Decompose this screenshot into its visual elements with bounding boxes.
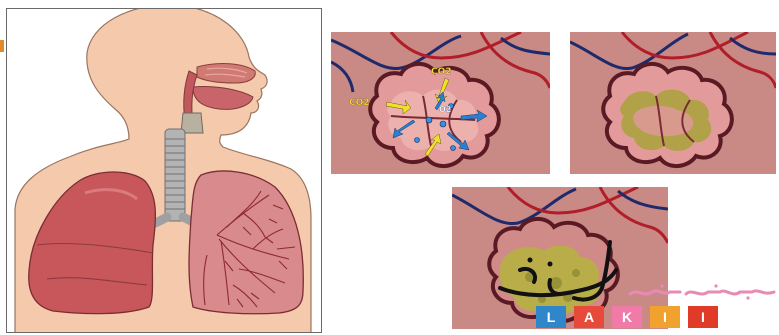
logo-letter-a: A xyxy=(574,306,604,328)
trachea xyxy=(165,129,185,221)
edge-marker xyxy=(0,40,6,52)
co2-label-top: CO2 xyxy=(431,67,452,77)
laki-logo: L A K I I xyxy=(536,306,718,330)
alveoli-gas-exchange-art: CO2 CO2 O2 xyxy=(331,32,550,174)
logo-letter-i1: I xyxy=(650,306,680,328)
o2-label: O2 xyxy=(439,105,451,114)
respiratory-system-diagram xyxy=(6,8,322,333)
alveoli-mucus-image xyxy=(570,32,776,174)
handwritten-signature xyxy=(490,240,640,310)
alveoli-gas-exchange-image: CO2 CO2 O2 xyxy=(331,32,550,174)
torso-illustration xyxy=(7,9,322,333)
logo-letter-l: L xyxy=(536,306,566,328)
co2-label-left: CO2 xyxy=(349,98,370,108)
alveoli-mucus-art xyxy=(570,32,776,174)
logo-letter-k: K xyxy=(612,306,642,328)
logo-letter-i2: I xyxy=(688,306,718,328)
logo-script-decoration xyxy=(628,282,776,302)
